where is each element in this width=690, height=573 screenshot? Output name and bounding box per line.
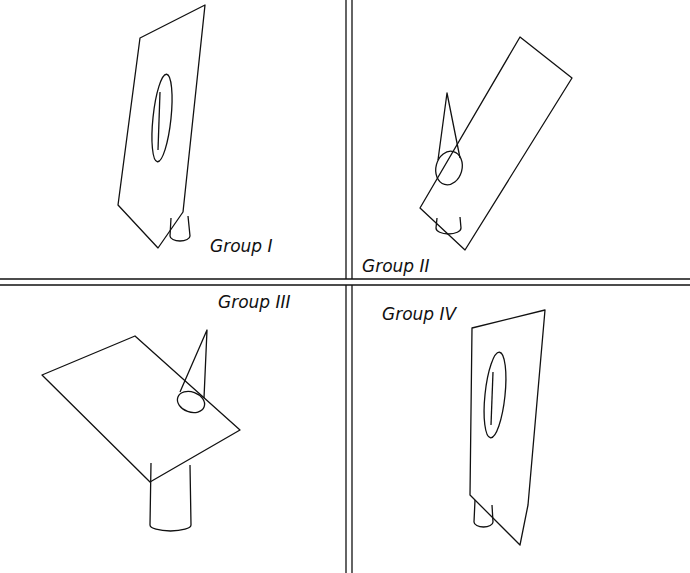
cone-plane-group-2: [420, 37, 572, 250]
cone-plane-group-1: [118, 5, 205, 248]
group-label: Group III: [218, 294, 291, 311]
group-label: Group IV: [382, 306, 456, 323]
cone-plane-group-4: [470, 310, 545, 545]
cone-plane-group-3: [42, 330, 240, 531]
group-label: Group II: [362, 258, 430, 275]
group-label: Group I: [210, 238, 273, 255]
